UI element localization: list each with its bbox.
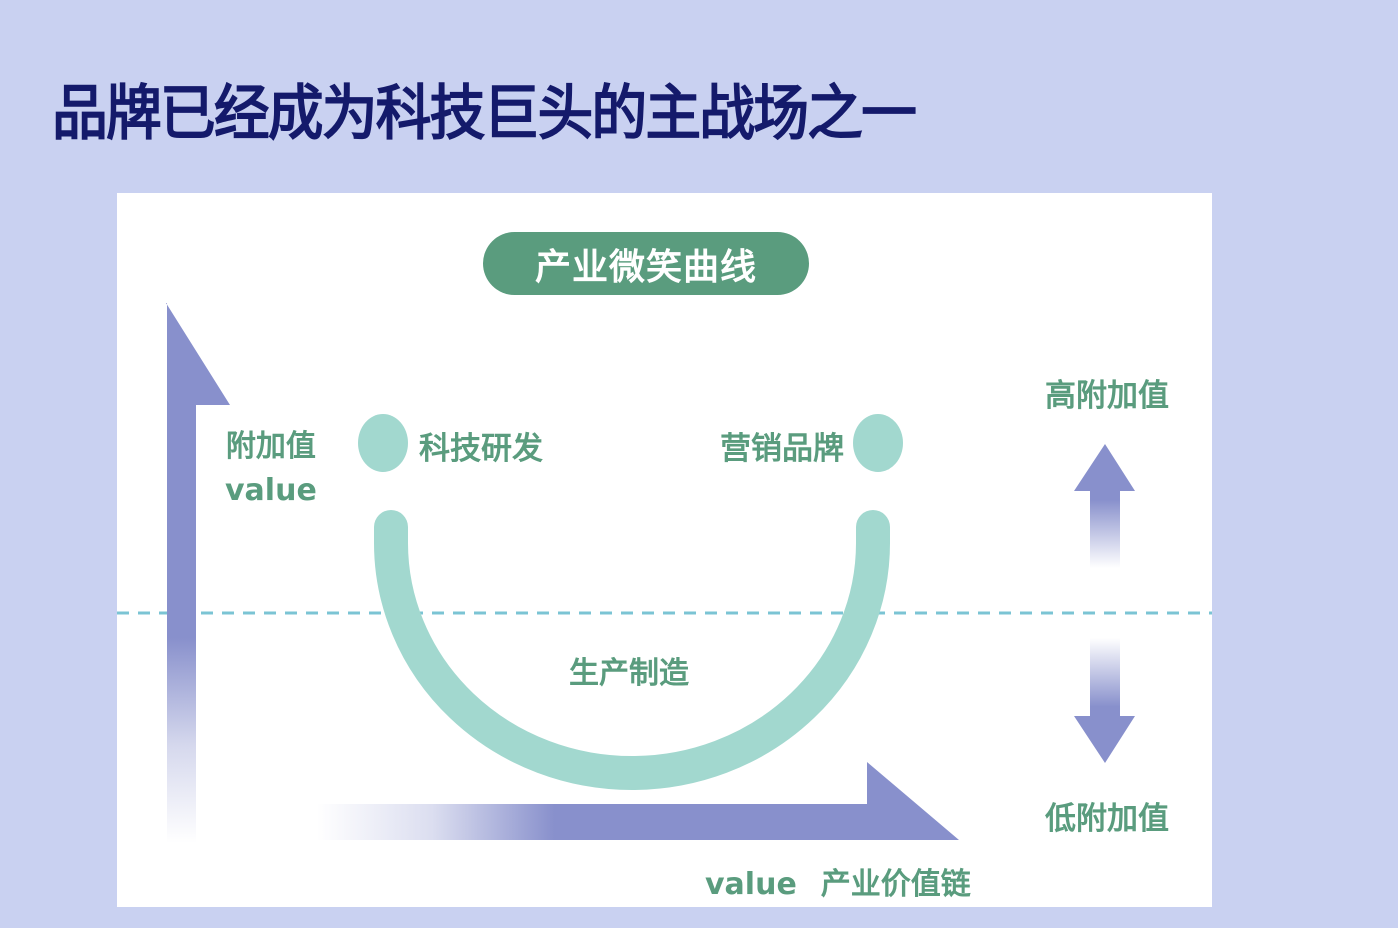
right-eye-dot xyxy=(853,414,903,472)
smile-curve xyxy=(374,510,890,790)
x-axis-label: value 产业价值链 xyxy=(705,859,971,903)
x-axis-label-en: value xyxy=(705,867,797,902)
smile-curve-diagram: 产业微笑曲线 附加值 value 科技研发 营销品牌 生产制造 高附加值 低附加… xyxy=(117,193,1212,907)
y-axis-label-en: value xyxy=(225,473,317,508)
y-axis-arrow xyxy=(166,303,230,843)
left-eye-dot xyxy=(358,414,408,472)
stage-label-manufacturing: 生产制造 xyxy=(569,656,689,691)
page-title: 品牌已经成为科技巨头的主战场之一 xyxy=(52,79,917,149)
low-value-down-arrow xyxy=(1074,638,1135,763)
high-value-up-arrow xyxy=(1074,444,1135,568)
y-axis-label: 附加值 value xyxy=(225,425,317,513)
high-value-label: 高附加值 xyxy=(1045,378,1169,414)
diagram-graphics xyxy=(117,303,1212,843)
y-axis-label-cn: 附加值 xyxy=(225,429,316,464)
diagram-title-badge: 产业微笑曲线 xyxy=(483,232,809,295)
x-axis-arrow xyxy=(317,762,959,840)
low-value-label: 低附加值 xyxy=(1045,801,1169,837)
stage-label-marketing: 营销品牌 xyxy=(720,431,844,467)
x-axis-label-cn: 产业价值链 xyxy=(820,867,971,902)
stage-label-rd: 科技研发 xyxy=(419,431,543,467)
